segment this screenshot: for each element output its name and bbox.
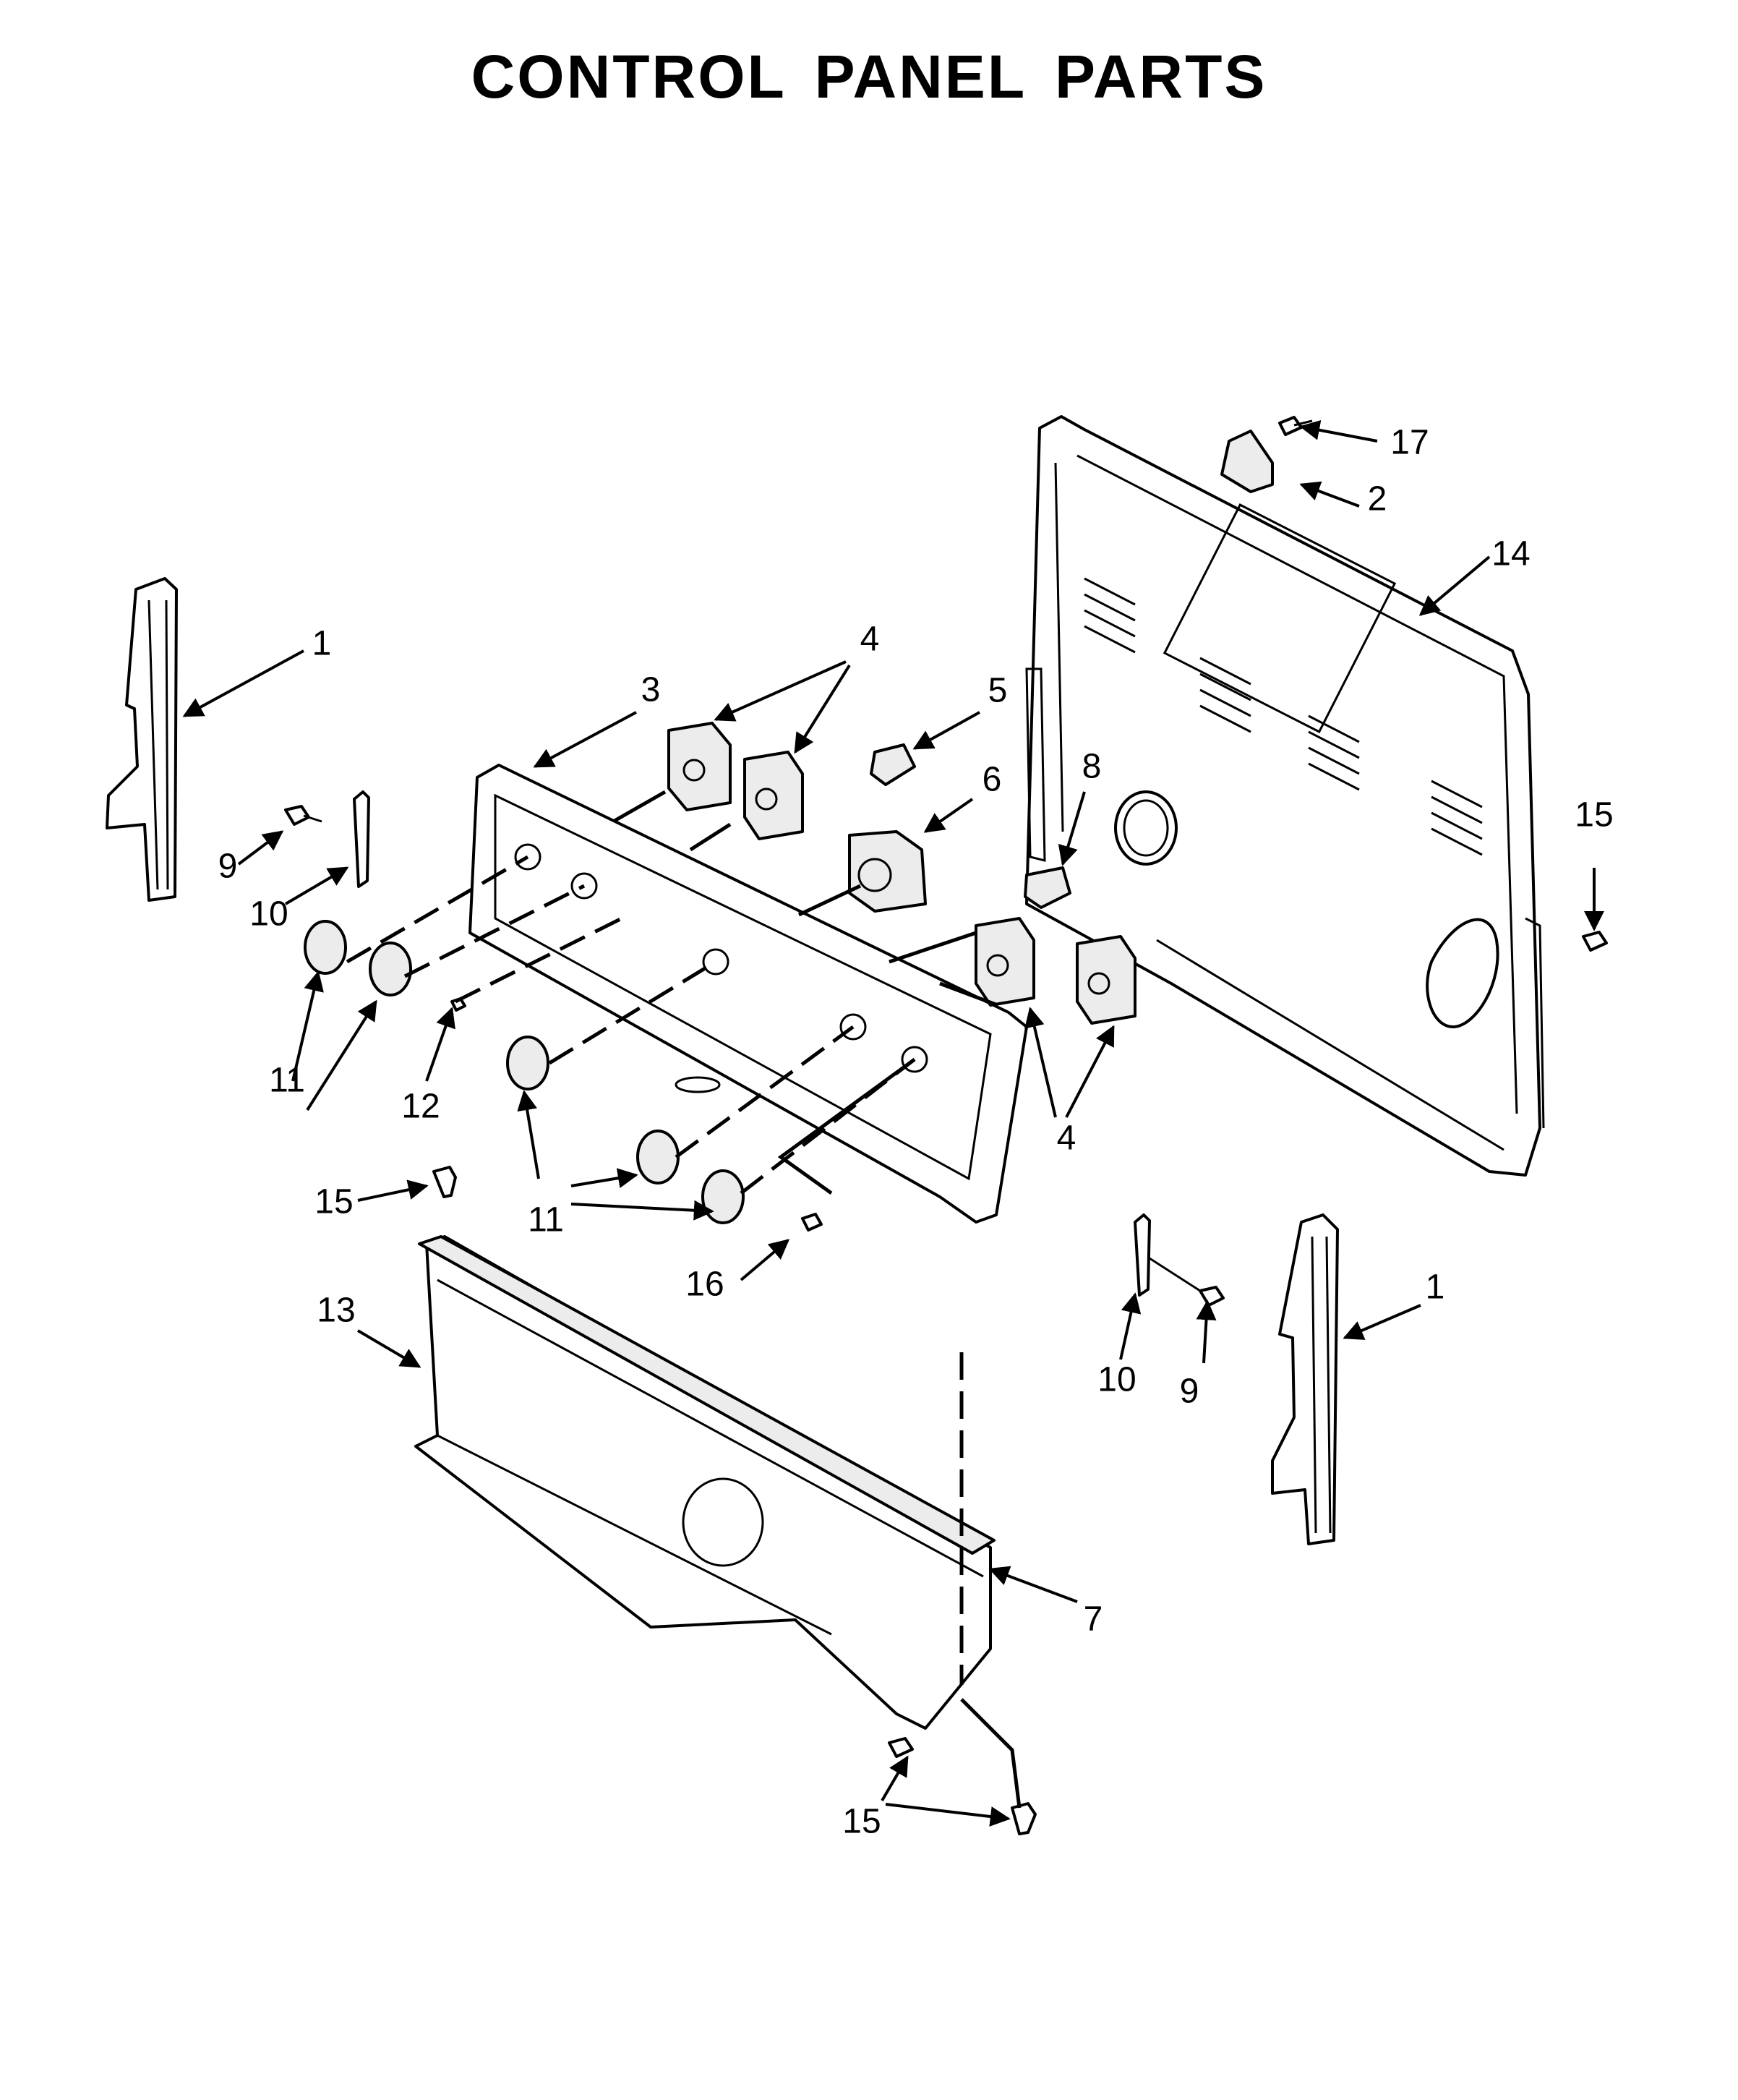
screw-part-15 (888, 1737, 914, 1758)
callout-9-right: 9 (1180, 1373, 1199, 1411)
callout-15-bottom: 15 (842, 1803, 881, 1841)
callout-7: 7 (1084, 1600, 1103, 1639)
knob-part-11 (304, 920, 347, 975)
callout-3: 3 (641, 671, 661, 709)
screw-part-16 (801, 1213, 823, 1232)
screw-part-15 (1011, 1802, 1037, 1835)
leader-arrows (182, 419, 1604, 1827)
callout-13: 13 (317, 1292, 355, 1330)
callout-9-left: 9 (218, 848, 238, 886)
callout-8: 8 (1082, 748, 1102, 786)
switch-part-4 (975, 917, 1035, 1007)
rear-control-panel-part-14 (1025, 415, 1545, 1177)
callout-4-bottom: 4 (1057, 1119, 1076, 1158)
bracket-part-10 (353, 790, 370, 888)
callout-11-left: 11 (269, 1062, 305, 1100)
screw-part-15 (432, 1166, 457, 1198)
knob-part-11 (369, 942, 412, 996)
callout-6: 6 (983, 761, 1002, 799)
knob-part-11 (636, 1130, 680, 1185)
callout-16: 16 (685, 1265, 724, 1304)
knob-part-11 (701, 1169, 745, 1224)
clip-part-2 (1220, 430, 1274, 493)
screw-part-9 (284, 805, 322, 826)
bracket-part-10 (1134, 1213, 1201, 1297)
callout-10-right: 10 (1097, 1361, 1136, 1399)
switch-part-4 (743, 751, 804, 840)
callout-10-left: 10 (249, 895, 288, 934)
clock-timer-part-6 (848, 830, 927, 913)
bracket-part-7 (418, 1235, 996, 1555)
switch-part-4 (1076, 935, 1136, 1025)
page-title: CONTROL PANEL PARTS (471, 43, 1267, 111)
callout-1-left: 1 (312, 625, 332, 663)
callout-15-left: 15 (314, 1183, 353, 1221)
callout-1-right: 1 (1426, 1268, 1445, 1307)
alignment-lines (346, 855, 964, 1685)
callout-15-right: 15 (1575, 796, 1613, 835)
indicator-switch-part-5 (870, 743, 916, 786)
screw-part-15 (1582, 931, 1608, 952)
screw-part-9 (1199, 1286, 1225, 1307)
control-console-part-3 (468, 764, 1028, 1224)
callout-labels: 1 1 2 3 4 4 5 6 7 8 9 9 10 10 11 11 12 1… (218, 424, 1614, 1841)
knob-part-11 (506, 1036, 549, 1090)
end-cap-left-part-1 (106, 577, 178, 902)
callout-14: 14 (1491, 535, 1530, 573)
manifold-panel-part-13 (414, 1235, 992, 1730)
callout-11-bottom: 11 (528, 1201, 564, 1239)
callout-17: 17 (1390, 424, 1429, 462)
callout-4-top: 4 (860, 620, 880, 659)
switch-part-4 (667, 722, 732, 811)
screw-part-17 (1278, 416, 1313, 436)
callout-2: 2 (1368, 480, 1387, 518)
callout-5: 5 (988, 672, 1008, 710)
indicator-switch-part-8 (1024, 866, 1071, 909)
callout-12: 12 (401, 1088, 440, 1126)
end-cap-right-part-1 (1271, 1213, 1339, 1545)
